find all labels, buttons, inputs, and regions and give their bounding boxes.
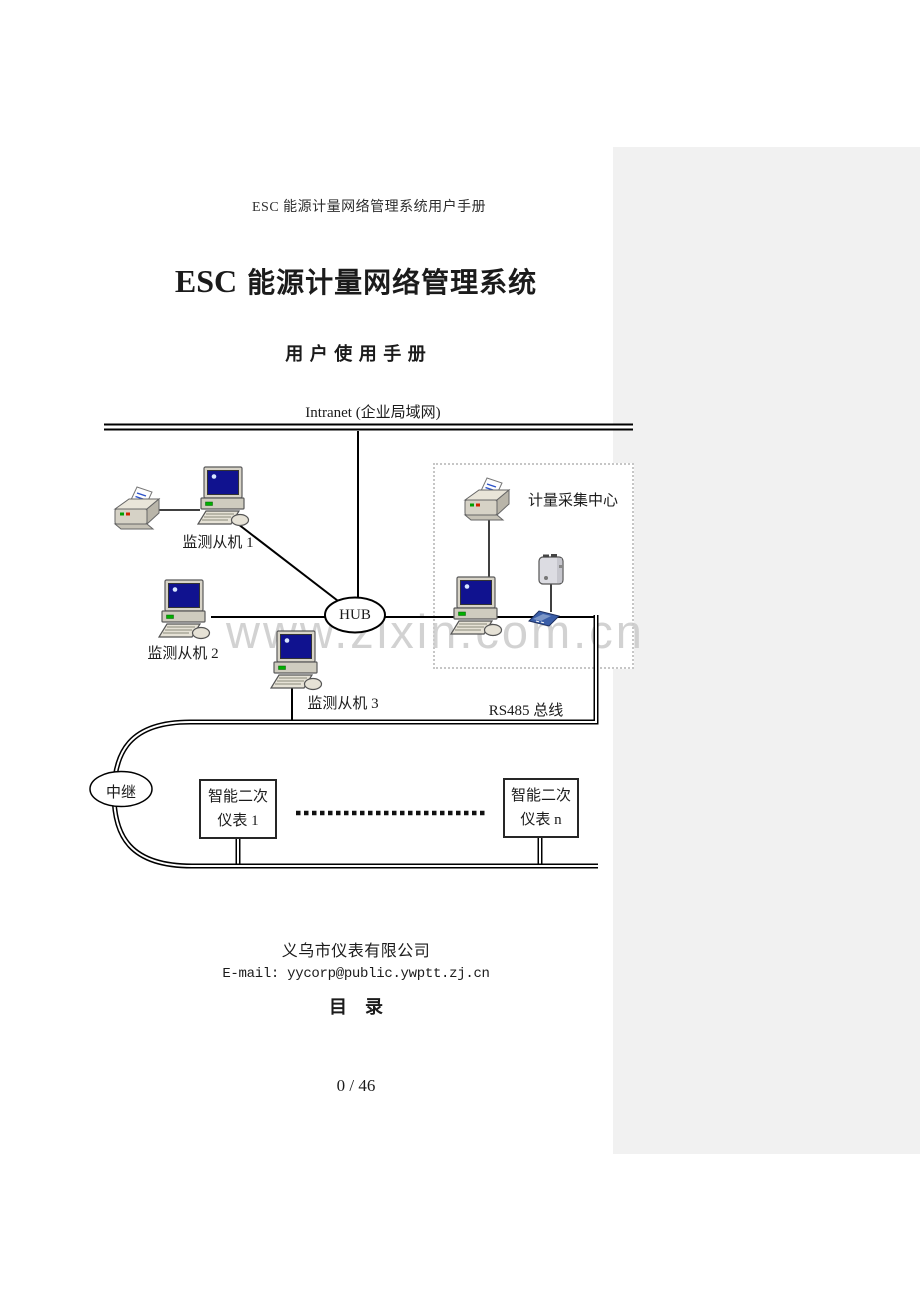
meter-connectors: [235, 837, 543, 868]
hub-node: [324, 596, 386, 634]
printer-icon: [464, 477, 510, 521]
connection-lines: [152, 431, 596, 724]
company-name: 义乌市仪表有限公司: [281, 943, 431, 960]
hub-label: HUB: [339, 607, 371, 623]
meter-1-line2: 仪表 1: [217, 813, 259, 829]
title-english: ESC: [174, 263, 238, 299]
power-module-icon: [538, 553, 564, 585]
toc-heading: 目 录: [329, 997, 383, 1017]
computer-icon: [197, 466, 250, 527]
meter-n-line2: 仪表 n: [520, 812, 562, 828]
document-title: ESC 能源计量网络管理系统: [0, 261, 712, 301]
rs485-bus-label: RS485 总线: [488, 703, 564, 719]
email-line: E-mail: yycorp@public.ywptt.zj.cn: [222, 966, 490, 982]
rs485-converter-icon: [528, 610, 560, 627]
computer-icon: [158, 579, 211, 640]
page-outside-area: [613, 147, 920, 1154]
meter-n-line1: 智能二次: [510, 788, 571, 804]
computer-icon: [450, 576, 503, 637]
relay-node: [89, 770, 153, 808]
smart-meter-n-box: 智能二次 仪表 n: [503, 778, 579, 838]
page-number: 0 / 46: [336, 1076, 376, 1095]
intranet-label: Intranet (企业局域网): [305, 405, 441, 421]
printer-icon: [114, 486, 160, 530]
document-subtitle: 用 户 使 用 手 册: [285, 344, 427, 364]
smart-meter-1-box: 智能二次 仪表 1: [199, 779, 277, 839]
monitor3-label: 监测从机 3: [307, 696, 379, 712]
page-header: ESC 能源计量网络管理系统用户手册: [252, 200, 487, 215]
computer-icon: [270, 630, 323, 691]
monitor1-label: 监测从机 1: [182, 535, 254, 551]
collection-center-group-box: [433, 463, 634, 669]
relay-label: 中继: [105, 785, 136, 801]
title-chinese: 能源计量网络管理系统: [247, 268, 538, 299]
monitor2-label: 监测从机 2: [147, 646, 219, 662]
meter-1-line1: 智能二次: [207, 789, 268, 805]
collection-center-label: 计量采集中心: [527, 493, 618, 509]
